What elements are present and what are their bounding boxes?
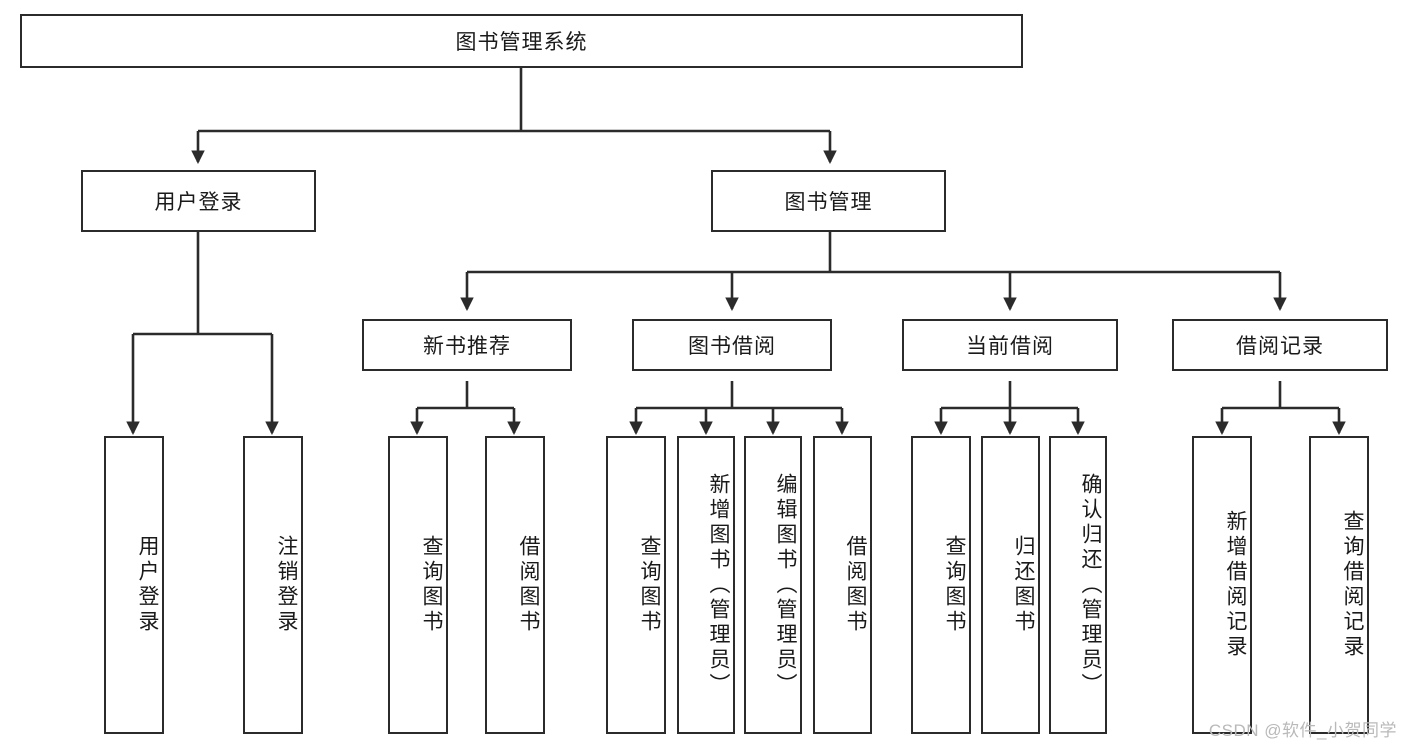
node-label: 注销登录 [275, 535, 298, 635]
node-label: 查询图书 [420, 535, 443, 635]
node-new-book-recommend[interactable]: 新书推荐 [362, 319, 572, 371]
leaf-query-book-current[interactable]: 查询图书 [911, 436, 971, 734]
node-user-login[interactable]: 用户登录 [81, 170, 316, 232]
node-label: 图书管理系统 [455, 31, 588, 54]
node-root-book-management-system[interactable]: 图书管理系统 [20, 14, 1023, 68]
node-label: 借阅记录 [1236, 335, 1324, 358]
leaf-user-login[interactable]: 用户登录 [104, 436, 164, 734]
node-label: 借阅图书 [517, 535, 540, 635]
node-current-borrow[interactable]: 当前借阅 [902, 319, 1118, 371]
leaf-edit-book-admin[interactable]: 编辑图书（管理员） [744, 436, 802, 734]
node-label: 图书管理 [784, 191, 873, 214]
node-label: 查询图书 [943, 535, 966, 635]
leaf-query-book-borrow[interactable]: 查询图书 [606, 436, 666, 734]
leaf-query-book-recommend[interactable]: 查询图书 [388, 436, 448, 734]
leaf-borrow-book-recommend[interactable]: 借阅图书 [485, 436, 545, 734]
node-label: 查询借阅记录 [1341, 510, 1364, 660]
node-label: 确认归还（管理员） [1079, 472, 1102, 698]
node-label: 借阅图书 [844, 535, 867, 635]
leaf-borrow-book[interactable]: 借阅图书 [813, 436, 872, 734]
node-label: 新增图书（管理员） [707, 472, 730, 698]
node-label: 用户登录 [154, 191, 243, 214]
node-label: 查询图书 [638, 535, 661, 635]
node-label: 图书借阅 [688, 335, 776, 358]
leaf-return-book[interactable]: 归还图书 [981, 436, 1040, 734]
watermark-text: CSDN @软件_小贺同学 [1208, 721, 1397, 740]
leaf-add-book-admin[interactable]: 新增图书（管理员） [677, 436, 735, 734]
node-label: 编辑图书（管理员） [774, 472, 797, 698]
node-label: 新书推荐 [423, 335, 511, 358]
leaf-logout-login[interactable]: 注销登录 [243, 436, 303, 734]
node-label: 新增借阅记录 [1224, 510, 1247, 660]
node-borrow-record[interactable]: 借阅记录 [1172, 319, 1388, 371]
node-label: 归还图书 [1012, 535, 1035, 635]
node-label: 当前借阅 [966, 335, 1054, 358]
leaf-add-borrow-record[interactable]: 新增借阅记录 [1192, 436, 1252, 734]
leaf-query-borrow-record[interactable]: 查询借阅记录 [1309, 436, 1369, 734]
node-book-borrow[interactable]: 图书借阅 [632, 319, 832, 371]
leaf-confirm-return-admin[interactable]: 确认归还（管理员） [1049, 436, 1107, 734]
node-book-management[interactable]: 图书管理 [711, 170, 946, 232]
node-label: 用户登录 [136, 535, 159, 635]
